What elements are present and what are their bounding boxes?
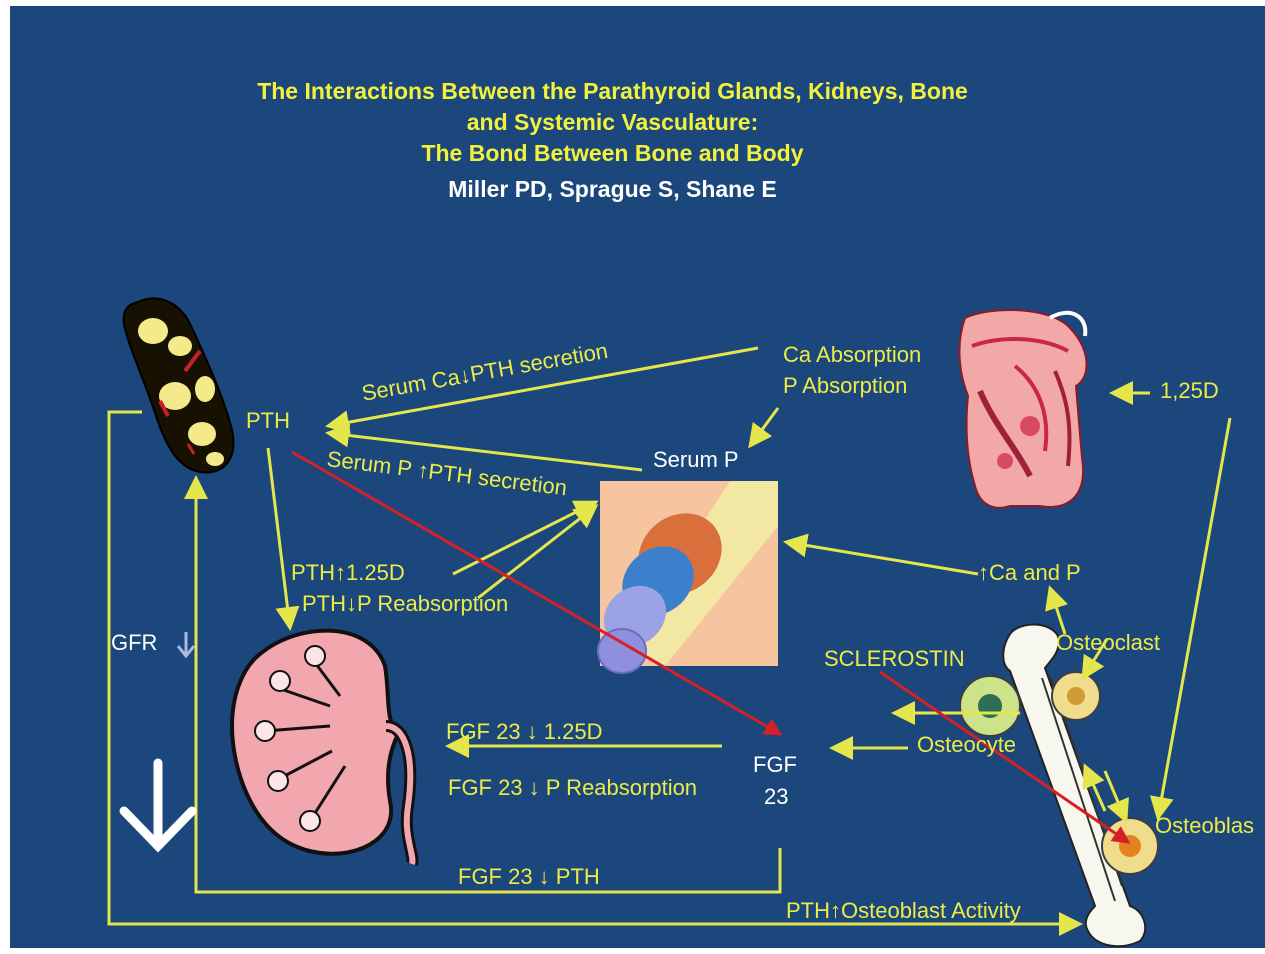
pth-125d-label: PTH↑1.25D: [291, 560, 405, 586]
pth-p-reabsorption-label: PTH↓P Reabsorption: [302, 591, 508, 617]
ca-and-p-label: ↑Ca and P: [978, 560, 1081, 586]
p-absorption-label: P Absorption: [783, 373, 907, 399]
small-down-arrow-icon: [178, 632, 194, 656]
fgf-label: FGF: [753, 752, 797, 778]
parathyroid-gland-illustration: [124, 298, 234, 472]
big-down-arrow-icon: [124, 763, 192, 846]
diagram-canvas: [10, 6, 1265, 948]
sclerostin-label: SCLEROSTIN: [824, 646, 965, 672]
kidney-illustration: [232, 631, 412, 864]
osteoclast-label: Osteoclast: [1056, 630, 1160, 656]
osteoblast-label: Osteoblas: [1155, 813, 1254, 839]
serum-p-label: Serum P: [653, 447, 739, 473]
gfr-label: GFR: [111, 630, 157, 656]
pth-osteoblast-activity-label: PTH↑Osteoblast Activity: [786, 898, 1021, 924]
ca-absorption-label: Ca Absorption: [783, 342, 921, 368]
fgf23-pth-label: FGF 23 ↓ PTH: [458, 864, 600, 890]
pth-label: PTH: [246, 408, 290, 434]
fgf23-p-reabsorption-label: FGF 23 ↓ P Reabsorption: [448, 775, 697, 801]
fgf23-125d-label: FGF 23 ↓ 1.25D: [446, 719, 603, 745]
gut-illustration: [959, 310, 1086, 508]
fgf-23-label: 23: [764, 784, 788, 810]
blood-vessel-illustration: [592, 481, 778, 673]
figure-panel: The Interactions Between the Parathyroid…: [10, 6, 1265, 948]
osteocyte-label: Osteocyte: [917, 732, 1016, 758]
d125-label: 1,25D: [1160, 378, 1219, 404]
